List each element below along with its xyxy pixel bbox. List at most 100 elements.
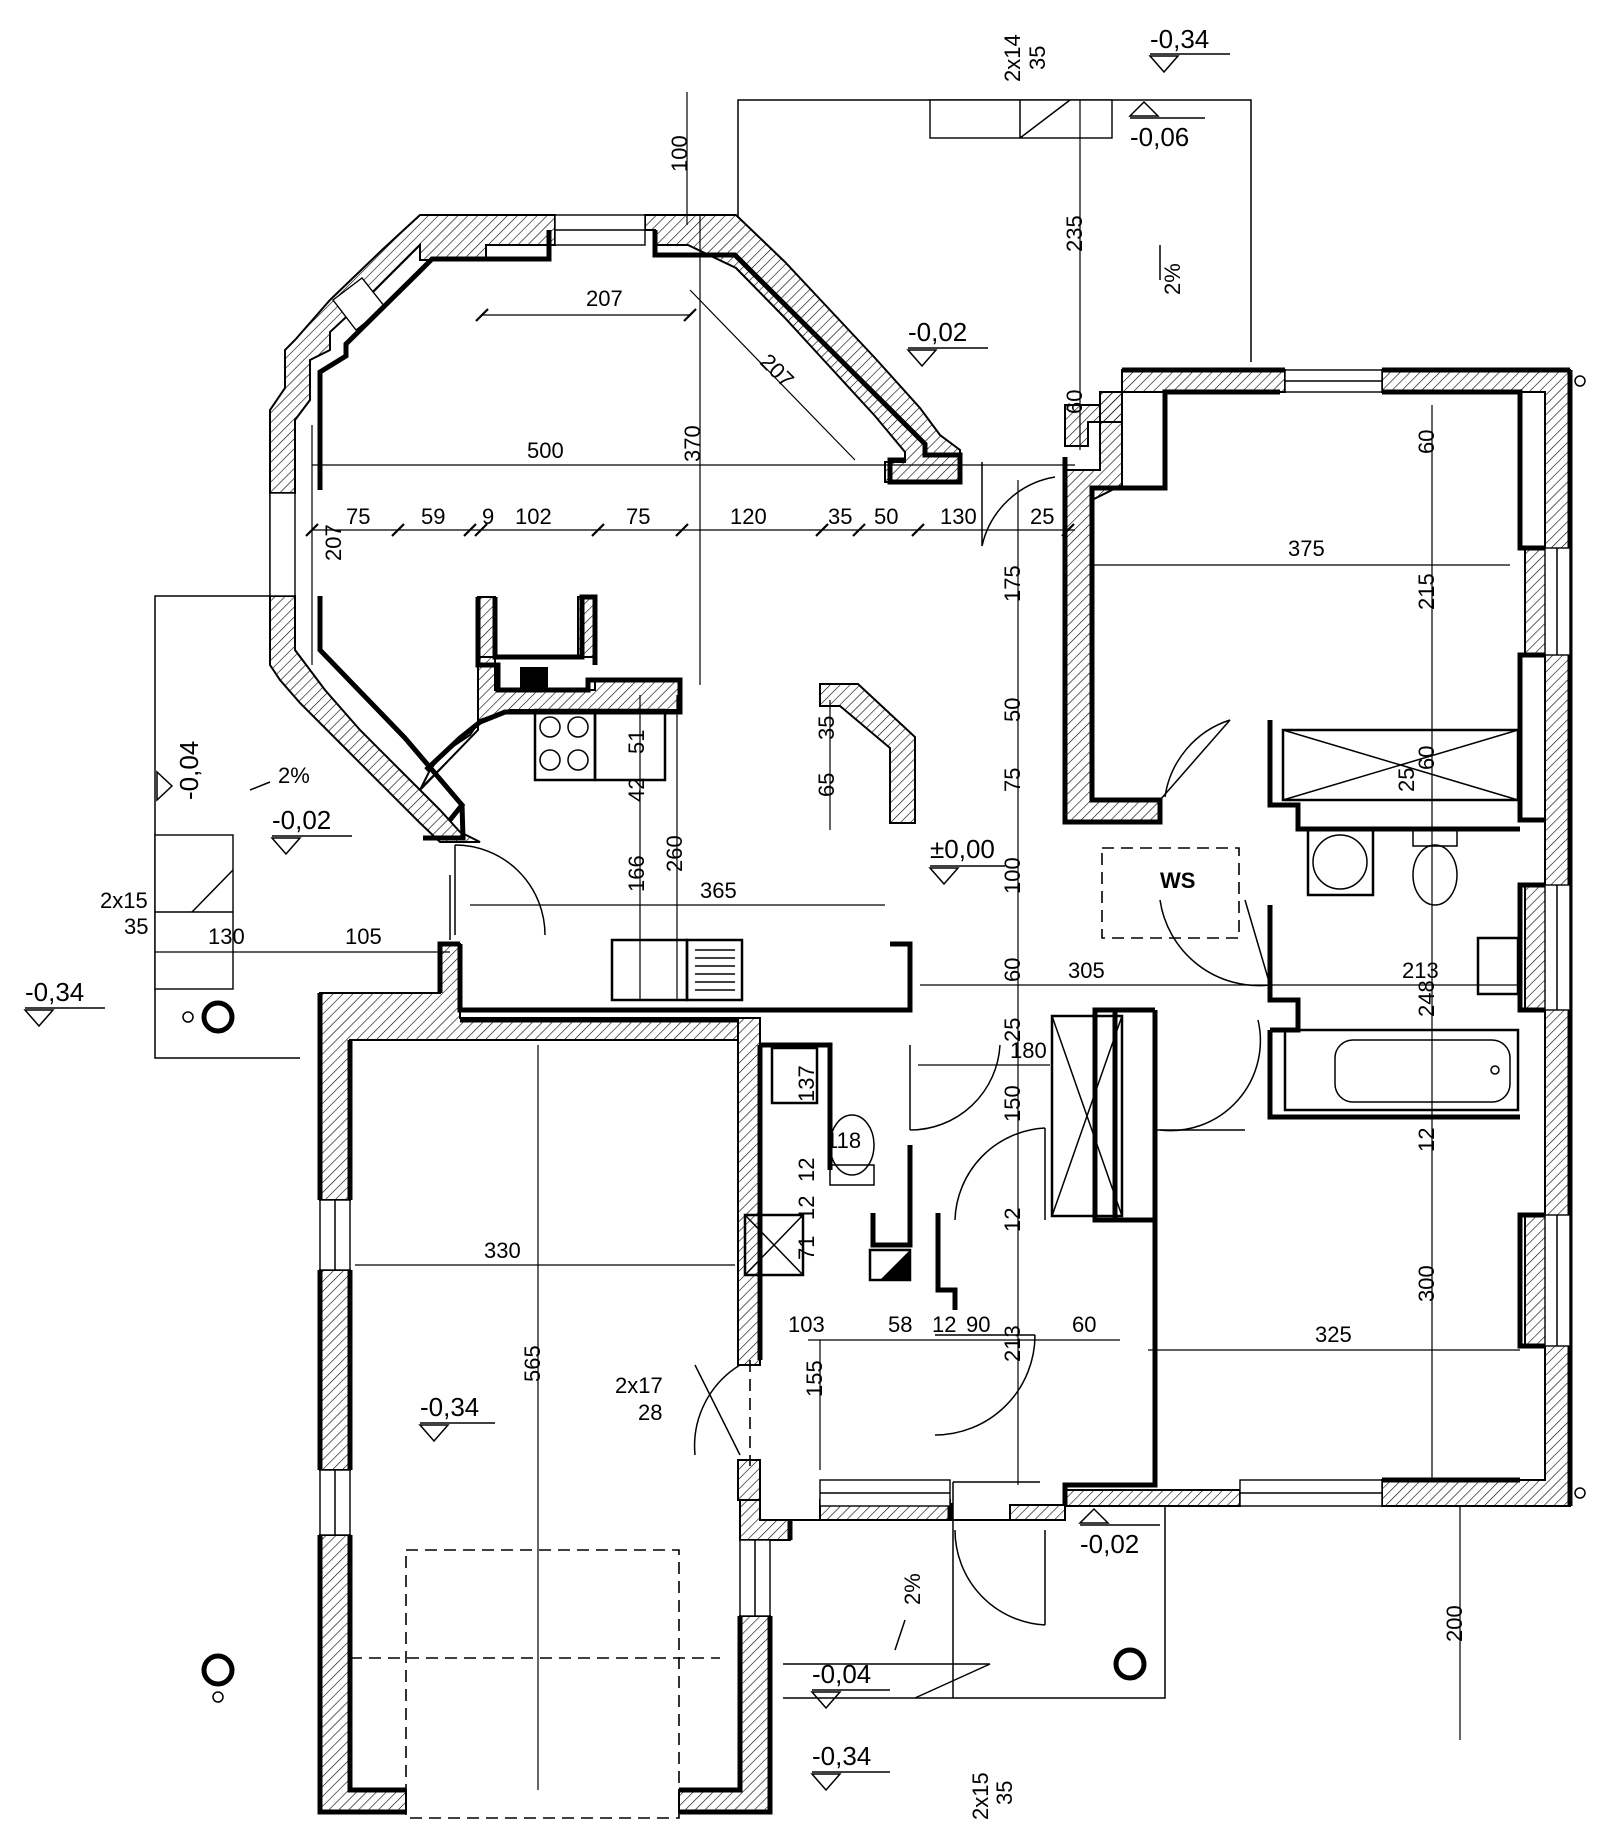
dim-chain-1: 59 xyxy=(421,504,445,529)
dim-island-65: 65 xyxy=(814,773,839,797)
dim-kitchen-42: 42 xyxy=(624,778,649,802)
level-south-ground: -0,34 xyxy=(812,1741,871,1771)
shower-tray xyxy=(1281,728,1520,802)
dim-boiler-12: 12 xyxy=(794,1196,819,1220)
stairs-garage-tread: 28 xyxy=(638,1400,662,1425)
dim-hall-305: 305 xyxy=(1068,958,1105,983)
level-garage: -0,34 xyxy=(420,1392,479,1422)
dim-bed2-300: 300 xyxy=(1414,1265,1439,1302)
downpipe-icon xyxy=(1113,1647,1147,1681)
dim-chain-3: 102 xyxy=(515,504,552,529)
dim-chain-5: 120 xyxy=(730,504,767,529)
dim-bed1-width: 375 xyxy=(1288,536,1325,561)
dim-utility-103: 103 xyxy=(788,1312,825,1337)
downpipe-icon xyxy=(201,1000,235,1034)
dim-bed1-depth: 215 xyxy=(1414,573,1439,610)
dim-kitchen-260: 260 xyxy=(662,835,687,872)
dim-chain-9: 25 xyxy=(1030,504,1054,529)
dim-octagon-left: 207 xyxy=(321,524,346,561)
kitchen-sink xyxy=(610,938,689,1002)
dim-south-200: 200 xyxy=(1442,1605,1467,1642)
dim-entry-105: 105 xyxy=(345,924,382,949)
level-west-ground: -0,34 xyxy=(25,977,84,1007)
wc-basin xyxy=(770,1046,819,1105)
fixtures xyxy=(182,375,1586,1703)
dim-garage-565: 565 xyxy=(520,1345,545,1382)
dim-wc-137: 137 xyxy=(794,1065,819,1102)
stairs-west-count: 2x15 xyxy=(100,888,148,913)
dim-terrace-235: 235 xyxy=(1062,215,1087,252)
downpipe-icon xyxy=(201,1653,235,1687)
stairs-garage-count: 2x17 xyxy=(615,1373,663,1398)
dim-utility-90: 90 xyxy=(966,1312,990,1337)
stairs-north-count: 2x14 xyxy=(1000,34,1025,82)
dim-chain-2: 9 xyxy=(482,504,494,529)
dim-chain-0: 75 xyxy=(346,504,370,529)
dim-utility-58: 58 xyxy=(888,1312,912,1337)
dim-hall-25: 25 xyxy=(1000,1018,1025,1042)
dim-chain-7: 50 xyxy=(874,504,898,529)
dim-hall-100: 100 xyxy=(1000,857,1025,894)
dim-octagon-top: 207 xyxy=(586,286,623,311)
stairs-north-tread: 35 xyxy=(1025,46,1050,70)
level-south-terrace: -0,04 xyxy=(812,1659,871,1689)
dim-living-365: 365 xyxy=(700,878,737,903)
exterior-walls xyxy=(269,214,1571,1813)
dim-island-35: 35 xyxy=(814,716,839,740)
wc-toilet xyxy=(829,1114,875,1176)
dim-hall-175: 175 xyxy=(1000,565,1025,602)
slope-markers: 2% 2% 2% xyxy=(249,245,1185,1651)
dim-chain-6: 35 xyxy=(828,504,852,529)
level-west-entry: -0,02 xyxy=(272,805,331,835)
slope-south: 2% xyxy=(900,1573,925,1605)
dim-bath-60: 60 xyxy=(1414,746,1439,770)
level-markers: -0,34 -0,06 -0,02 -0,04 -0,02 -0,34 ±0,0… xyxy=(23,24,1230,1792)
washbasin xyxy=(1476,936,1520,996)
level-west-terrace: -0,04 xyxy=(174,741,204,800)
dim-room-depth: 370 xyxy=(680,425,705,462)
dim-bath-248: 248 xyxy=(1414,980,1439,1017)
level-floor: ±0,00 xyxy=(930,834,995,864)
dim-bed2-12: 12 xyxy=(1414,1128,1439,1152)
dim-chain-8: 130 xyxy=(940,504,977,529)
windows xyxy=(319,369,1571,1617)
dim-wc-180: 180 xyxy=(1010,1038,1047,1063)
dim-hall-75: 75 xyxy=(1000,768,1025,792)
level-north-terrace: -0,06 xyxy=(1130,122,1189,152)
level-north-terrace-outer: -0,34 xyxy=(1150,24,1209,54)
dim-bath-25: 25 xyxy=(1394,768,1419,792)
level-south-entry: -0,02 xyxy=(1080,1529,1139,1559)
dim-garage-330: 330 xyxy=(484,1238,521,1263)
toilet xyxy=(1412,844,1458,906)
dim-wc-12: 12 xyxy=(794,1158,819,1182)
dim-overall-500: 500 xyxy=(527,438,564,463)
terrace-outlines xyxy=(154,99,1252,1819)
doors xyxy=(454,462,1271,1626)
washing-machine xyxy=(1306,828,1375,897)
dimension-labels: 207 207 207 370 500 75 59 9 102 75 120 3… xyxy=(208,135,1467,1642)
dim-terrace-100: 100 xyxy=(667,135,692,172)
dim-hall-60: 60 xyxy=(1000,958,1025,982)
dim-north-60: 60 xyxy=(1062,390,1087,414)
washer-space-label: WS xyxy=(1160,868,1195,893)
stairs-west-tread: 35 xyxy=(124,914,148,939)
dim-bed1-60: 60 xyxy=(1414,430,1439,454)
stairs-labels: 2x14 35 2x15 35 2x17 28 2x15 35 xyxy=(100,34,1050,1820)
stairs-south-tread: 35 xyxy=(992,1781,1017,1805)
dim-utility-60: 60 xyxy=(1072,1312,1096,1337)
dimension-lines xyxy=(155,92,1520,1790)
dim-chain-4: 75 xyxy=(626,504,650,529)
level-living: -0,02 xyxy=(908,317,967,347)
bathtub xyxy=(1283,1028,1520,1112)
dim-boiler-71: 71 xyxy=(794,1236,819,1260)
stairs-south-count: 2x15 xyxy=(968,1772,993,1820)
dim-kitchen-166: 166 xyxy=(624,855,649,892)
dim-octagon-diagonal: 207 xyxy=(755,349,799,393)
dim-hall-150: 150 xyxy=(1000,1085,1025,1122)
dim-entry-130: 130 xyxy=(208,924,245,949)
dim-hall-12: 12 xyxy=(1000,1208,1025,1232)
slope-west: 2% xyxy=(278,763,310,788)
dim-bed2-325: 325 xyxy=(1315,1322,1352,1347)
slope-north: 2% xyxy=(1160,263,1185,295)
dim-utility-155: 155 xyxy=(802,1360,827,1397)
